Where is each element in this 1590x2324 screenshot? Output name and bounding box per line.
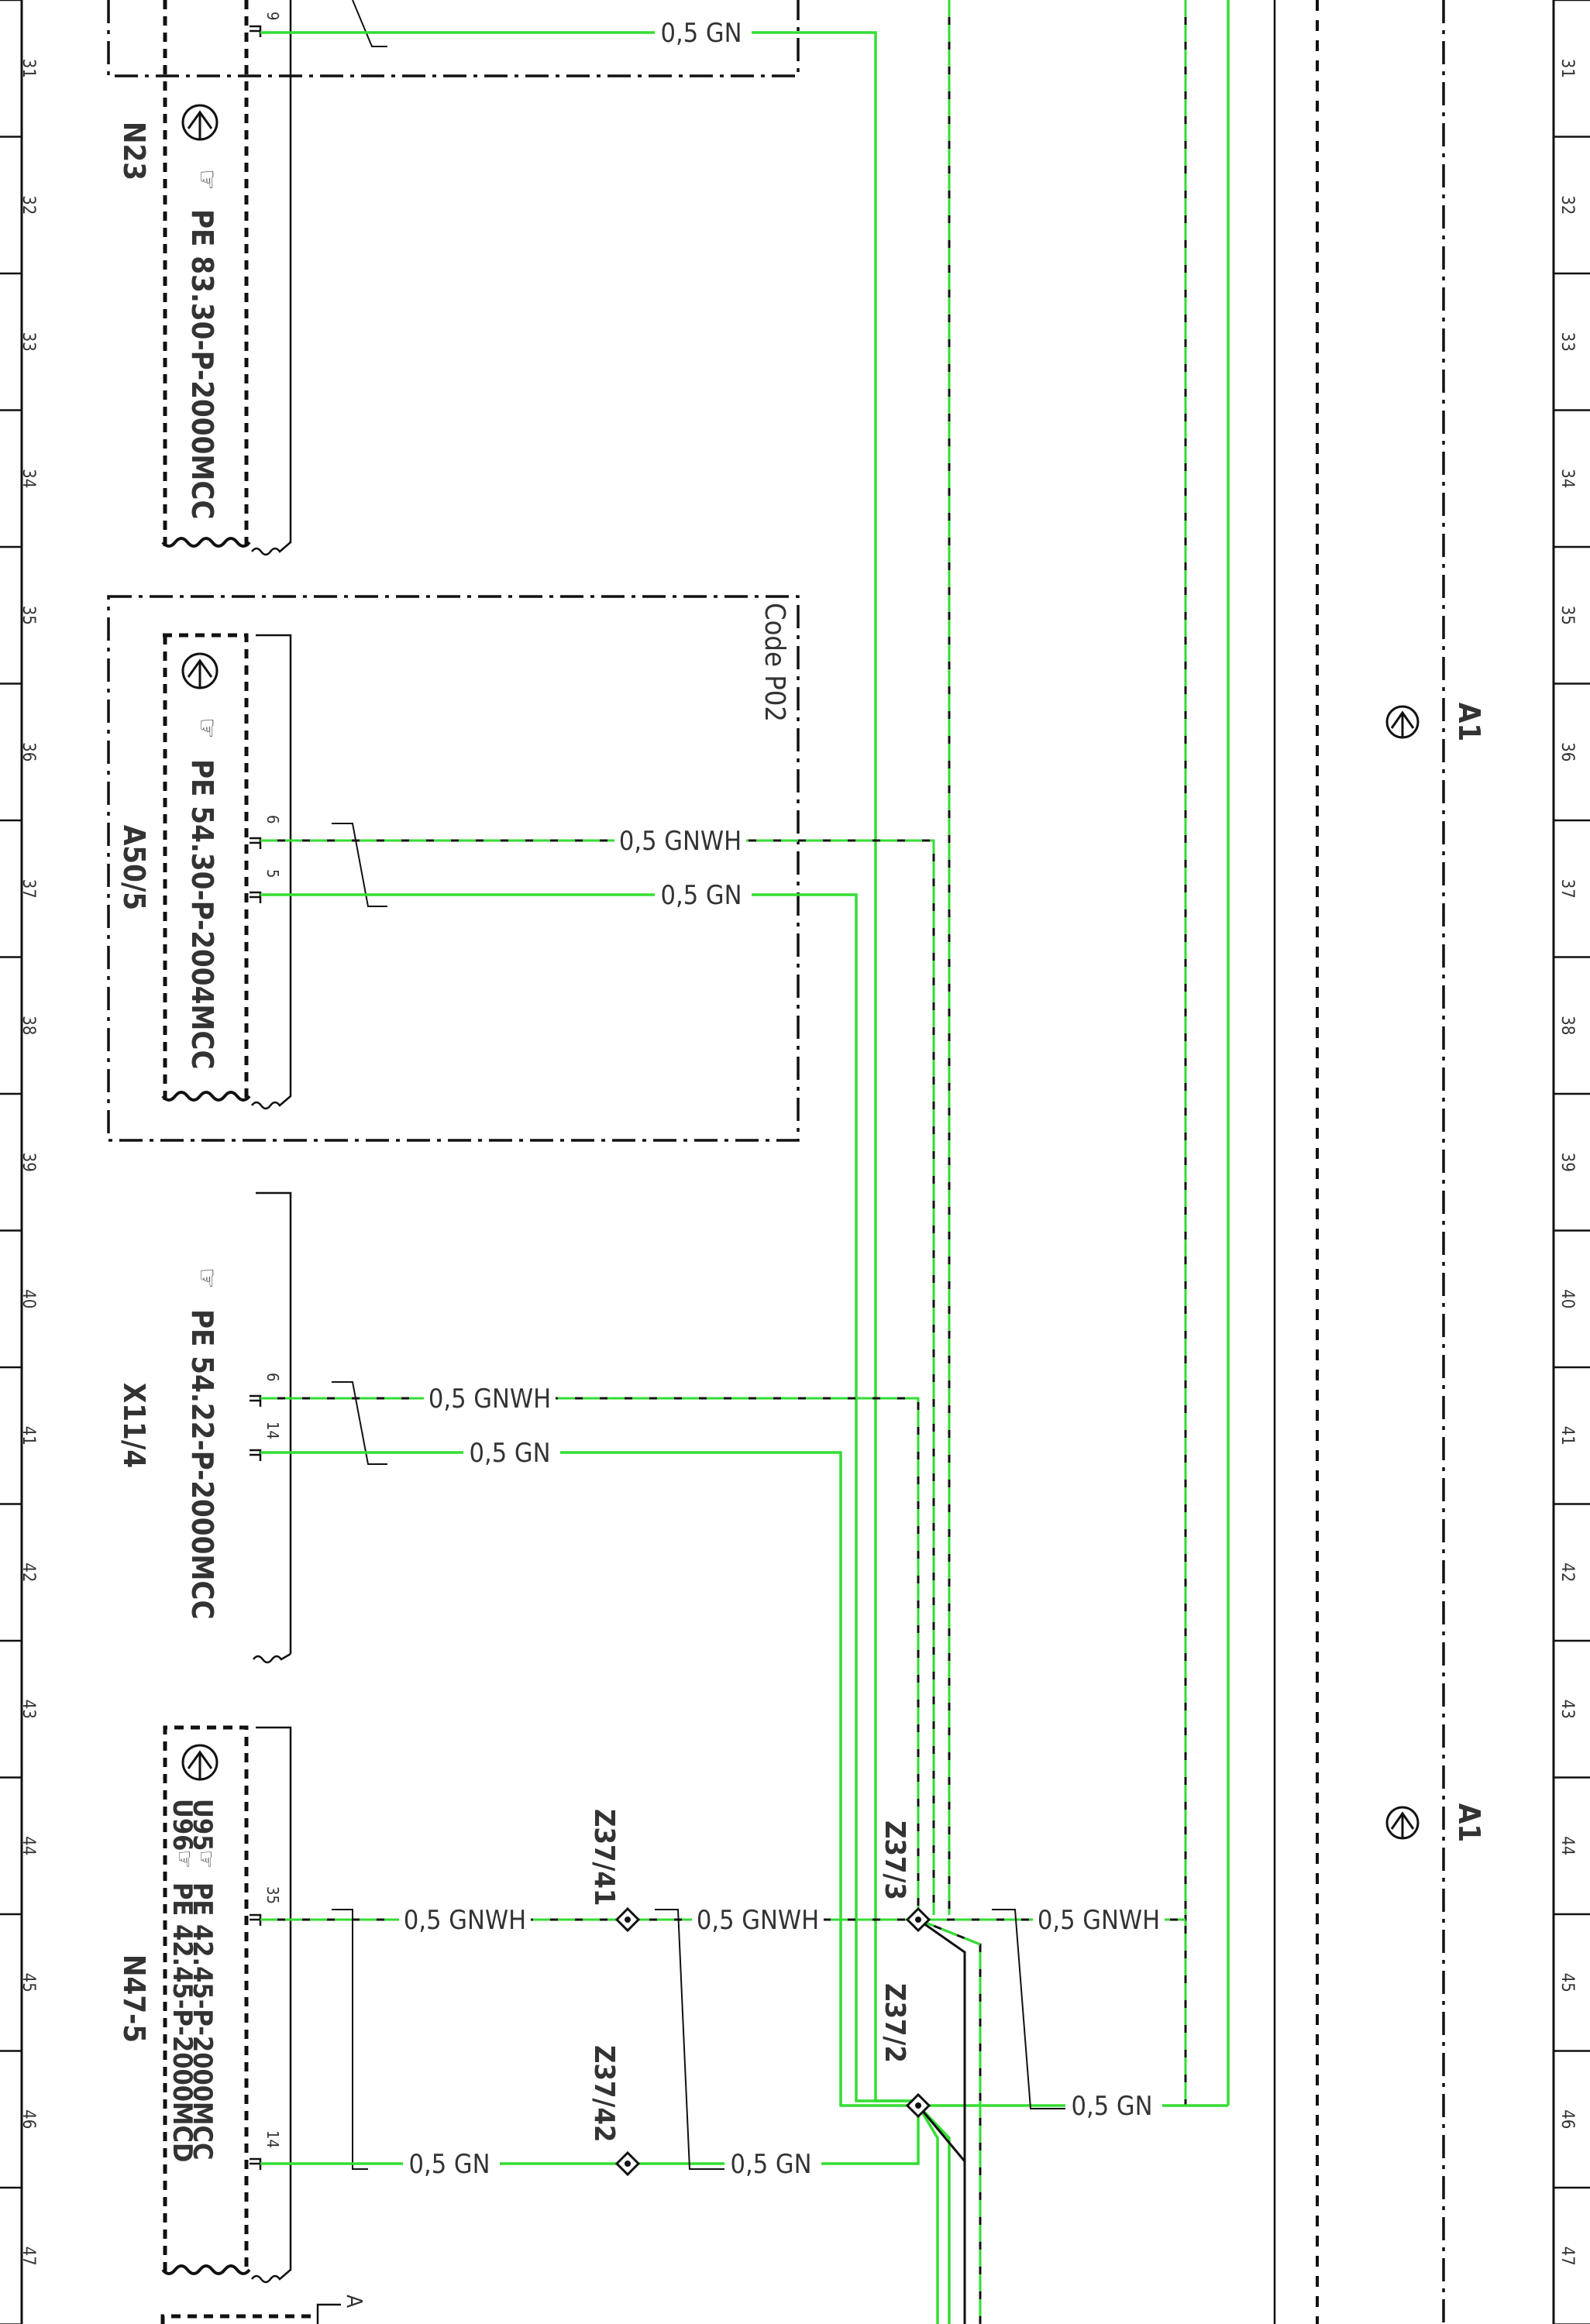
right-ruler-mark-43: 43 xyxy=(1557,1700,1577,1719)
wire-label-n47-gnwh-right: 0,5 GNWH xyxy=(1038,1905,1160,1936)
left-ruler-mark-32: 32 xyxy=(19,195,38,215)
a50-5-ref: PE 54.30-P-2004MCC xyxy=(185,759,219,1070)
splice-label-z37-3: Z37/3 xyxy=(879,1820,910,1900)
splice-label-z37-42: Z37/42 xyxy=(588,2045,620,2142)
ground-symbol-icon xyxy=(1385,705,1420,739)
wire-label-z37-2-gn-right: 0,5 GN xyxy=(1072,2091,1153,2122)
bottom-connector-label: A xyxy=(342,2295,367,2309)
wires xyxy=(260,0,1230,2324)
left-ruler: 31 32 33 34 35 36 37 38 39 40 41 42 43 44 45 46 47 xyxy=(0,0,38,2324)
wire-labels: 0,5 GN 0,5 GNWH 0,5 GN 0,5 GNWH 0,5 GN 0… xyxy=(399,18,1165,2180)
n47-5-u95-ref: PE 42.45-P-2000MCC xyxy=(187,1882,218,2160)
left-ruler-mark-40: 40 xyxy=(19,1289,38,1308)
right-ruler-mark-41: 41 xyxy=(1557,1426,1577,1446)
a1-top: A1 xyxy=(1385,703,1486,741)
n47-5-pin-35: 35 xyxy=(263,1886,282,1904)
wire-label-n47-gn-left: 0,5 GN xyxy=(409,2149,490,2180)
doc-hand-icon: ☞ xyxy=(192,1850,219,1868)
left-ruler-mark-41: 41 xyxy=(19,1426,38,1446)
n47-5-pin-14: 14 xyxy=(263,2130,282,2148)
right-ruler-mark-39: 39 xyxy=(1557,1153,1577,1172)
ground-symbol-icon xyxy=(181,1744,219,1781)
left-ruler-mark-42: 42 xyxy=(19,1563,38,1582)
wire-label-n47-gnwh-mid: 0,5 GNWH xyxy=(697,1905,819,1936)
x11-4-label: X11/4 xyxy=(117,1383,151,1468)
right-ruler-mark-40: 40 xyxy=(1557,1289,1577,1308)
right-ruler-mark-46: 46 xyxy=(1557,2109,1577,2129)
component-x11-4: ☞ PE 54.22-P-2000MCC X11/4 6 14 xyxy=(117,1191,387,1664)
wire-label-a50-gn: 0,5 GN xyxy=(661,880,742,911)
n23-ref: PE 83.30-P-2000MCC xyxy=(185,209,219,520)
right-ruler-mark-42: 42 xyxy=(1557,1563,1577,1582)
n23-pin-9: 9 xyxy=(263,12,282,20)
n47-5-u96-code: U96 xyxy=(167,1799,198,1851)
a1-top-label: A1 xyxy=(1452,703,1486,741)
left-ruler-mark-44: 44 xyxy=(19,1836,38,1855)
wire-label-a50-gnwh: 0,5 GNWH xyxy=(619,826,742,857)
left-ruler-mark-31: 31 xyxy=(19,59,38,78)
right-ruler-mark-37: 37 xyxy=(1557,879,1577,899)
wire-label-x11-gn: 0,5 GN xyxy=(470,1438,551,1469)
wire-label-x11-gnwh: 0,5 GNWH xyxy=(428,1384,551,1415)
left-ruler-mark-33: 33 xyxy=(19,332,38,352)
wire-label-n23-gn: 0,5 GN xyxy=(661,18,742,49)
left-ruler-mark-43: 43 xyxy=(19,1700,38,1719)
x11-4-pin-14: 14 xyxy=(263,1422,282,1439)
ground-symbol-icon xyxy=(1385,1806,1420,1840)
splice-z37-41 xyxy=(614,1906,641,1933)
left-ruler-mark-46: 46 xyxy=(19,2109,38,2129)
left-ruler-mark-35: 35 xyxy=(19,606,38,625)
left-ruler-mark-38: 38 xyxy=(19,1016,38,1035)
doc-hand-icon: ☞ xyxy=(170,1850,198,1868)
left-ruler-mark-47: 47 xyxy=(19,2247,38,2266)
right-ruler-mark-31: 31 xyxy=(1557,59,1577,78)
right-ruler-mark-33: 33 xyxy=(1557,332,1577,352)
a50-5-code: Code P02 xyxy=(759,603,790,722)
wire-label-n47-gnwh-left: 0,5 GNWH xyxy=(404,1905,526,1936)
left-ruler-mark-37: 37 xyxy=(19,879,38,899)
n47-5-u95-code: U95 xyxy=(187,1799,218,1851)
left-ruler-mark-39: 39 xyxy=(19,1153,38,1172)
right-ruler-mark-47: 47 xyxy=(1557,2247,1577,2266)
splice-label-z37-41: Z37/41 xyxy=(588,1809,620,1906)
ground-symbol-icon xyxy=(181,104,219,141)
ground-symbol-icon xyxy=(181,652,219,689)
a1-bottom: A1 xyxy=(1385,1803,1486,1842)
component-n23: ☞ PE 83.30-P-2000MCC N23 9 xyxy=(107,0,800,556)
x11-4-ref: PE 54.22-P-2000MCC xyxy=(185,1309,219,1620)
splice-label-z37-2: Z37/2 xyxy=(879,1983,910,2063)
right-ruler-mark-32: 32 xyxy=(1557,195,1577,215)
left-ruler-mark-45: 45 xyxy=(19,1973,38,1992)
wire-label-n47-gn-mid: 0,5 GN xyxy=(731,2149,812,2180)
right-ruler-mark-34: 34 xyxy=(1557,469,1577,488)
splice-z37-2 xyxy=(905,2092,931,2119)
doc-hand-icon: ☞ xyxy=(191,717,222,738)
right-ruler-mark-45: 45 xyxy=(1557,1973,1577,1992)
component-bottom-connector: A xyxy=(160,2295,367,2324)
a50-5-label: A50/5 xyxy=(117,825,151,910)
left-ruler-mark-36: 36 xyxy=(19,742,38,761)
a1-bottom-label: A1 xyxy=(1452,1803,1486,1842)
n47-5-label: N47-5 xyxy=(117,1954,151,2043)
right-ruler-mark-35: 35 xyxy=(1557,606,1577,625)
splice-z37-3 xyxy=(905,1906,931,1933)
left-ruler-mark-34: 34 xyxy=(19,469,38,488)
right-ruler-mark-44: 44 xyxy=(1557,1836,1577,1855)
n23-label: N23 xyxy=(117,122,151,180)
n47-5-u96-ref: PE 42.45-P-2000MCD xyxy=(167,1882,198,2162)
component-n47-5: U95 ☞ PE 42.45-P-2000MCC U96 ☞ PE 42.45-… xyxy=(117,1725,368,2284)
splice-z37-42 xyxy=(614,2150,641,2177)
component-a50-5: ☞ PE 54.30-P-2004MCC A50/5 Code P02 6 5 xyxy=(107,595,800,1142)
a50-5-pin-5: 5 xyxy=(263,869,282,878)
doc-hand-icon: ☞ xyxy=(191,169,222,190)
x11-4-pin-6: 6 xyxy=(263,1373,282,1381)
right-ruler: 31 32 33 34 35 36 37 38 39 40 41 42 43 44 45 46 47 xyxy=(1552,0,1590,2324)
right-ruler-mark-36: 36 xyxy=(1557,742,1577,761)
doc-hand-icon: ☞ xyxy=(191,1267,222,1288)
a50-5-pin-6: 6 xyxy=(263,815,282,823)
right-ruler-mark-38: 38 xyxy=(1557,1016,1577,1035)
